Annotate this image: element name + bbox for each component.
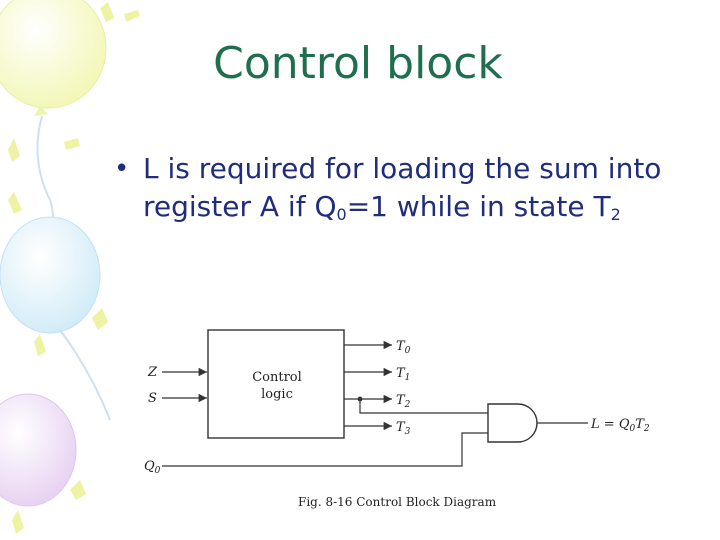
control-block-diagram: Control logic Z S T0 T1 T2 T3 Q0 L = Q0T… xyxy=(144,329,650,509)
input-label-s: S xyxy=(148,391,157,406)
and-gate xyxy=(487,403,538,443)
bullet-dot: • xyxy=(114,154,130,184)
figure-caption: Fig. 8-16 Control Block Diagram xyxy=(298,495,497,509)
balloon-blue xyxy=(0,216,101,334)
gate-output-label: L = Q0T2 xyxy=(590,417,650,434)
output-label-t3: T3 xyxy=(396,420,411,437)
block-label-line2: logic xyxy=(261,387,293,402)
input-label-z: Z xyxy=(147,365,158,380)
block-label-line1: Control xyxy=(252,370,302,385)
output-label-t1: T1 xyxy=(396,366,410,383)
balloon-purple xyxy=(0,393,77,507)
control-logic-block xyxy=(207,329,345,439)
balloon-yellow xyxy=(0,0,107,109)
q0-input-label: Q0 xyxy=(144,459,161,476)
output-label-t0: T0 xyxy=(396,339,411,356)
bullet-point: • L is required for loading the sum into… xyxy=(114,150,694,234)
confetti xyxy=(8,2,140,534)
slide-title: Control block xyxy=(213,38,503,89)
output-label-t2: T2 xyxy=(396,393,411,410)
bullet-text: L is required for loading the sum into r… xyxy=(143,152,662,224)
